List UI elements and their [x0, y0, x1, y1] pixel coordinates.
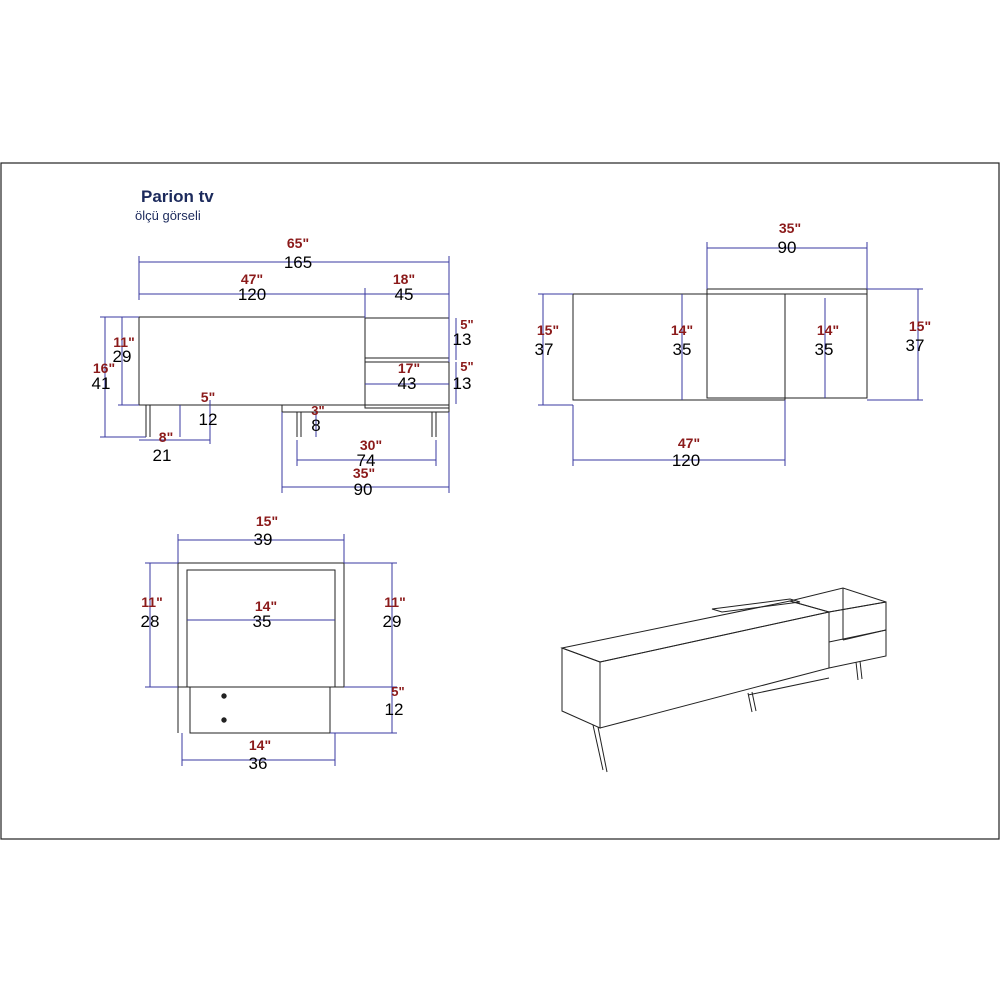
persp-front-face: [599, 611, 830, 729]
dim-front-body-h-cm: 29: [113, 347, 132, 366]
side-drawer-knob-top: [221, 693, 227, 699]
dim-top-depth-right-in: 15": [909, 318, 931, 334]
persp-sliding-panel: [711, 598, 801, 613]
front-dimension-labels: 65" 165 47" 120 18" 45 11" 29 16" 41 5" …: [92, 235, 474, 499]
dim-top-ext-in: 35": [779, 220, 801, 236]
dim-top-main-in: 47": [678, 435, 700, 451]
drawing-frame: [0, 162, 1000, 840]
persp-leg-2b: [751, 691, 757, 712]
dim-side-outer-h-in: 11": [384, 594, 405, 610]
top-view: [572, 288, 868, 401]
dim-front-shelf-width-in: 17": [398, 360, 420, 376]
front-side-unit: [364, 317, 450, 409]
dim-top-depth-right-cm: 37: [906, 336, 925, 355]
dim-side-inner-d-in: 14": [255, 598, 277, 614]
dim-side-width-cm: 39: [254, 530, 273, 549]
persp-leg-3b: [859, 660, 863, 680]
persp-leg-3: [855, 661, 859, 681]
dim-top-depth-left-in: 15": [537, 322, 559, 338]
side-dimension-labels: 15" 39 11" 28 14" 35 11" 29 5" 12 14" 36: [141, 513, 406, 773]
top-dimension-labels: 35" 90 15" 37 14" 35 14" 35 15" 37 47" 1…: [535, 220, 932, 470]
side-lower-drawer: [189, 686, 331, 734]
dim-side-inner-h-in: 11": [141, 594, 162, 610]
dim-front-total-cm: 165: [284, 253, 312, 272]
dim-front-leg-cm: 12: [199, 410, 218, 429]
dim-front-leg-spacing-in: 30": [360, 437, 382, 453]
drawing-title: Parion tv: [141, 187, 214, 206]
perspective-view: [560, 587, 887, 773]
persp-top-surface: [560, 600, 830, 663]
dim-top-inner-cm: 35: [673, 340, 692, 359]
top-main-panel: [572, 293, 786, 401]
dim-front-lower-width-cm: 90: [354, 480, 373, 499]
dim-side-leg-in: 5": [391, 684, 404, 699]
dim-front-main-cm: 120: [238, 285, 266, 304]
dim-front-total-in: 65": [287, 235, 309, 251]
persp-base: [747, 677, 830, 696]
front-lower-base: [281, 404, 450, 413]
persp-leg-2: [747, 692, 753, 713]
dim-top-ext-cm: 90: [778, 238, 797, 257]
dim-front-shelf-width-cm: 43: [398, 374, 417, 393]
dim-side-inner-h-cm: 28: [141, 612, 160, 631]
dim-top-inner-right-cm: 35: [815, 340, 834, 359]
dim-top-inner-right-in: 14": [817, 322, 839, 338]
dim-front-leg-in: 5": [201, 389, 215, 405]
dim-front-lower-shelf-cm: 13: [453, 374, 472, 393]
top-dimensions: [538, 242, 923, 466]
dim-front-leg-spacing-cm: 74: [357, 451, 376, 470]
dim-front-side-in: 18": [393, 271, 415, 287]
persp-side-unit-top: [788, 587, 887, 613]
dim-top-depth-left-cm: 37: [535, 340, 554, 359]
side-drawer-knob-bottom: [221, 717, 227, 723]
front-view: [138, 316, 450, 437]
persp-side-unit-inner: [842, 629, 887, 641]
dim-front-body-h-in: 11": [113, 334, 134, 350]
dim-front-lower-leg-in: 3": [311, 403, 324, 418]
dim-front-lower-leg-cm: 8: [311, 416, 320, 435]
dim-side-base-cm: 36: [249, 754, 268, 773]
dim-side-width-in: 15": [256, 513, 278, 529]
persp-left-face: [561, 647, 601, 729]
dim-front-leg-offset-in: 8": [159, 429, 173, 445]
dim-front-main-in: 47": [241, 271, 263, 287]
dim-front-lower-width-in: 35": [353, 465, 375, 481]
dim-side-inner-d-cm: 35: [253, 612, 272, 631]
persp-leg-1b: [597, 726, 608, 773]
dim-side-outer-h-cm: 29: [383, 612, 402, 631]
front-dimensions: [100, 256, 457, 493]
dim-front-upper-shelf-cm: 13: [453, 330, 472, 349]
persp-side-unit-front: [828, 601, 887, 669]
side-dimensions: [145, 534, 397, 766]
dim-front-upper-shelf-in: 5": [460, 317, 473, 332]
dim-front-total-h-in: 16": [93, 360, 115, 376]
front-main-body: [138, 316, 366, 406]
dim-top-main-cm: 120: [672, 451, 700, 470]
dim-top-inner-in: 14": [671, 322, 693, 338]
top-side-unit: [706, 288, 868, 399]
dim-front-lower-shelf-in: 5": [460, 359, 473, 374]
side-view: [177, 562, 345, 734]
dim-side-leg-cm: 12: [385, 700, 404, 719]
dim-front-total-h-cm: 41: [92, 374, 111, 393]
drawing-subtitle: ölçü görseli: [135, 208, 201, 223]
persp-leg-1: [592, 724, 604, 771]
dim-side-base-in: 14": [249, 737, 271, 753]
dim-front-side-cm: 45: [395, 285, 414, 304]
dim-front-leg-offset-cm: 21: [153, 446, 172, 465]
